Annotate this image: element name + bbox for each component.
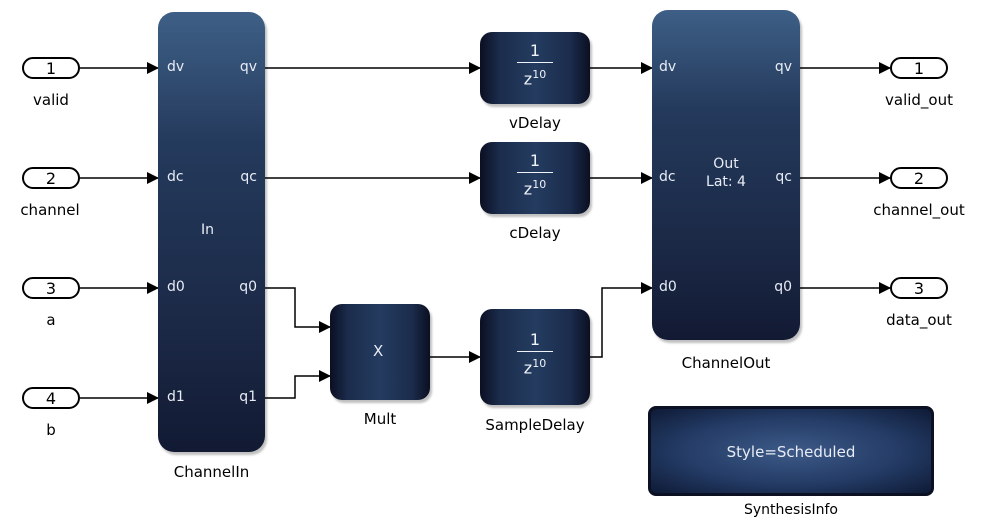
inport-1-label: valid bbox=[33, 91, 69, 109]
outport-3-number: 3 bbox=[913, 278, 925, 298]
cdelay-transfer-function: 1 z10 bbox=[517, 152, 553, 199]
wire-sampledelay-to-d0 bbox=[590, 282, 653, 358]
sampledelay-block[interactable]: 1 z10 bbox=[480, 309, 590, 405]
cdelay-block[interactable]: 1 z10 bbox=[480, 142, 590, 214]
cdelay-numerator: 1 bbox=[529, 151, 541, 170]
inport-3[interactable]: 3 bbox=[22, 277, 80, 299]
channel-in-center-text: In bbox=[201, 222, 215, 238]
inport-3-label: a bbox=[46, 311, 56, 329]
inport-4-label: b bbox=[46, 421, 56, 439]
channel-in-port-d1: d1 bbox=[167, 389, 185, 405]
outport-2-label: channel_out bbox=[873, 201, 965, 219]
channel-in-port-q1: q1 bbox=[239, 389, 257, 405]
channel-out-port-qv: qv bbox=[774, 59, 792, 75]
sampledelay-name: SampleDelay bbox=[485, 416, 585, 434]
cdelay-name: cDelay bbox=[509, 224, 561, 242]
synthesis-info-text: Style=Scheduled bbox=[726, 443, 856, 461]
mult-symbol: X bbox=[373, 342, 384, 360]
channel-in-port-d0: d0 bbox=[167, 279, 185, 295]
vdelay-transfer-function: 1 z10 bbox=[517, 42, 553, 89]
inport-3-number: 3 bbox=[45, 278, 57, 298]
channel-out-port-q0: q0 bbox=[774, 279, 792, 295]
wire-q1-to-mult bbox=[265, 370, 331, 399]
channel-out-center-line-1: Out bbox=[713, 156, 739, 172]
sampledelay-transfer-function: 1 z10 bbox=[517, 331, 553, 378]
mult-block[interactable]: X bbox=[330, 304, 430, 400]
cdelay-denominator: z10 bbox=[523, 178, 547, 199]
vdelay-denominator: z10 bbox=[523, 68, 547, 89]
channel-in-port-dc: dc bbox=[167, 169, 184, 185]
vdelay-name: vDelay bbox=[509, 114, 561, 132]
inport-2-number: 2 bbox=[45, 168, 57, 188]
outport-2[interactable]: 2 bbox=[890, 167, 948, 189]
channel-out-center-line-2: Lat: 4 bbox=[706, 174, 746, 190]
sampledelay-denominator: z10 bbox=[523, 357, 547, 378]
channel-out-port-dc: dc bbox=[659, 169, 676, 185]
outport-3-label: data_out bbox=[886, 311, 952, 329]
outport-1-number: 1 bbox=[913, 58, 925, 78]
vdelay-numerator: 1 bbox=[529, 41, 541, 60]
inport-2[interactable]: 2 bbox=[22, 167, 80, 189]
channel-in-port-q0: q0 bbox=[239, 279, 257, 295]
channel-out-block[interactable]: dv dc d0 qv qc q0 Out Lat: 4 bbox=[652, 10, 800, 340]
inport-2-label: channel bbox=[20, 201, 80, 219]
inport-4[interactable]: 4 bbox=[22, 387, 80, 409]
synthesis-info-block[interactable]: Style=Scheduled bbox=[648, 406, 934, 496]
channel-out-port-dv: dv bbox=[659, 59, 677, 75]
channel-out-port-d0: d0 bbox=[659, 279, 677, 295]
channel-in-block[interactable]: dv dc d0 d1 qv qc q0 q1 In bbox=[158, 12, 265, 452]
inport-1-number: 1 bbox=[45, 58, 57, 78]
vdelay-block[interactable]: 1 z10 bbox=[480, 32, 590, 104]
channel-in-port-qc: qc bbox=[240, 169, 257, 185]
channel-in-name: ChannelIn bbox=[173, 463, 250, 481]
inport-1[interactable]: 1 bbox=[22, 57, 80, 79]
channel-out-name: ChannelOut bbox=[681, 354, 771, 372]
vdelay-fraction-bar bbox=[517, 62, 553, 63]
channel-out-port-qc: qc bbox=[775, 169, 792, 185]
outport-1-label: valid_out bbox=[885, 91, 953, 109]
channel-in-port-qv: qv bbox=[239, 59, 257, 75]
wire-q0-to-mult bbox=[265, 287, 331, 333]
outport-1[interactable]: 1 bbox=[890, 57, 948, 79]
synthesis-info-name: SynthesisInfo bbox=[744, 502, 838, 518]
sampledelay-numerator: 1 bbox=[529, 330, 541, 349]
sampledelay-fraction-bar bbox=[517, 351, 553, 352]
cdelay-fraction-bar bbox=[517, 172, 553, 173]
outport-2-number: 2 bbox=[913, 168, 925, 188]
channel-in-port-dv: dv bbox=[167, 59, 185, 75]
outport-3[interactable]: 3 bbox=[890, 277, 948, 299]
inport-4-number: 4 bbox=[45, 388, 57, 408]
mult-name: Mult bbox=[363, 410, 397, 428]
